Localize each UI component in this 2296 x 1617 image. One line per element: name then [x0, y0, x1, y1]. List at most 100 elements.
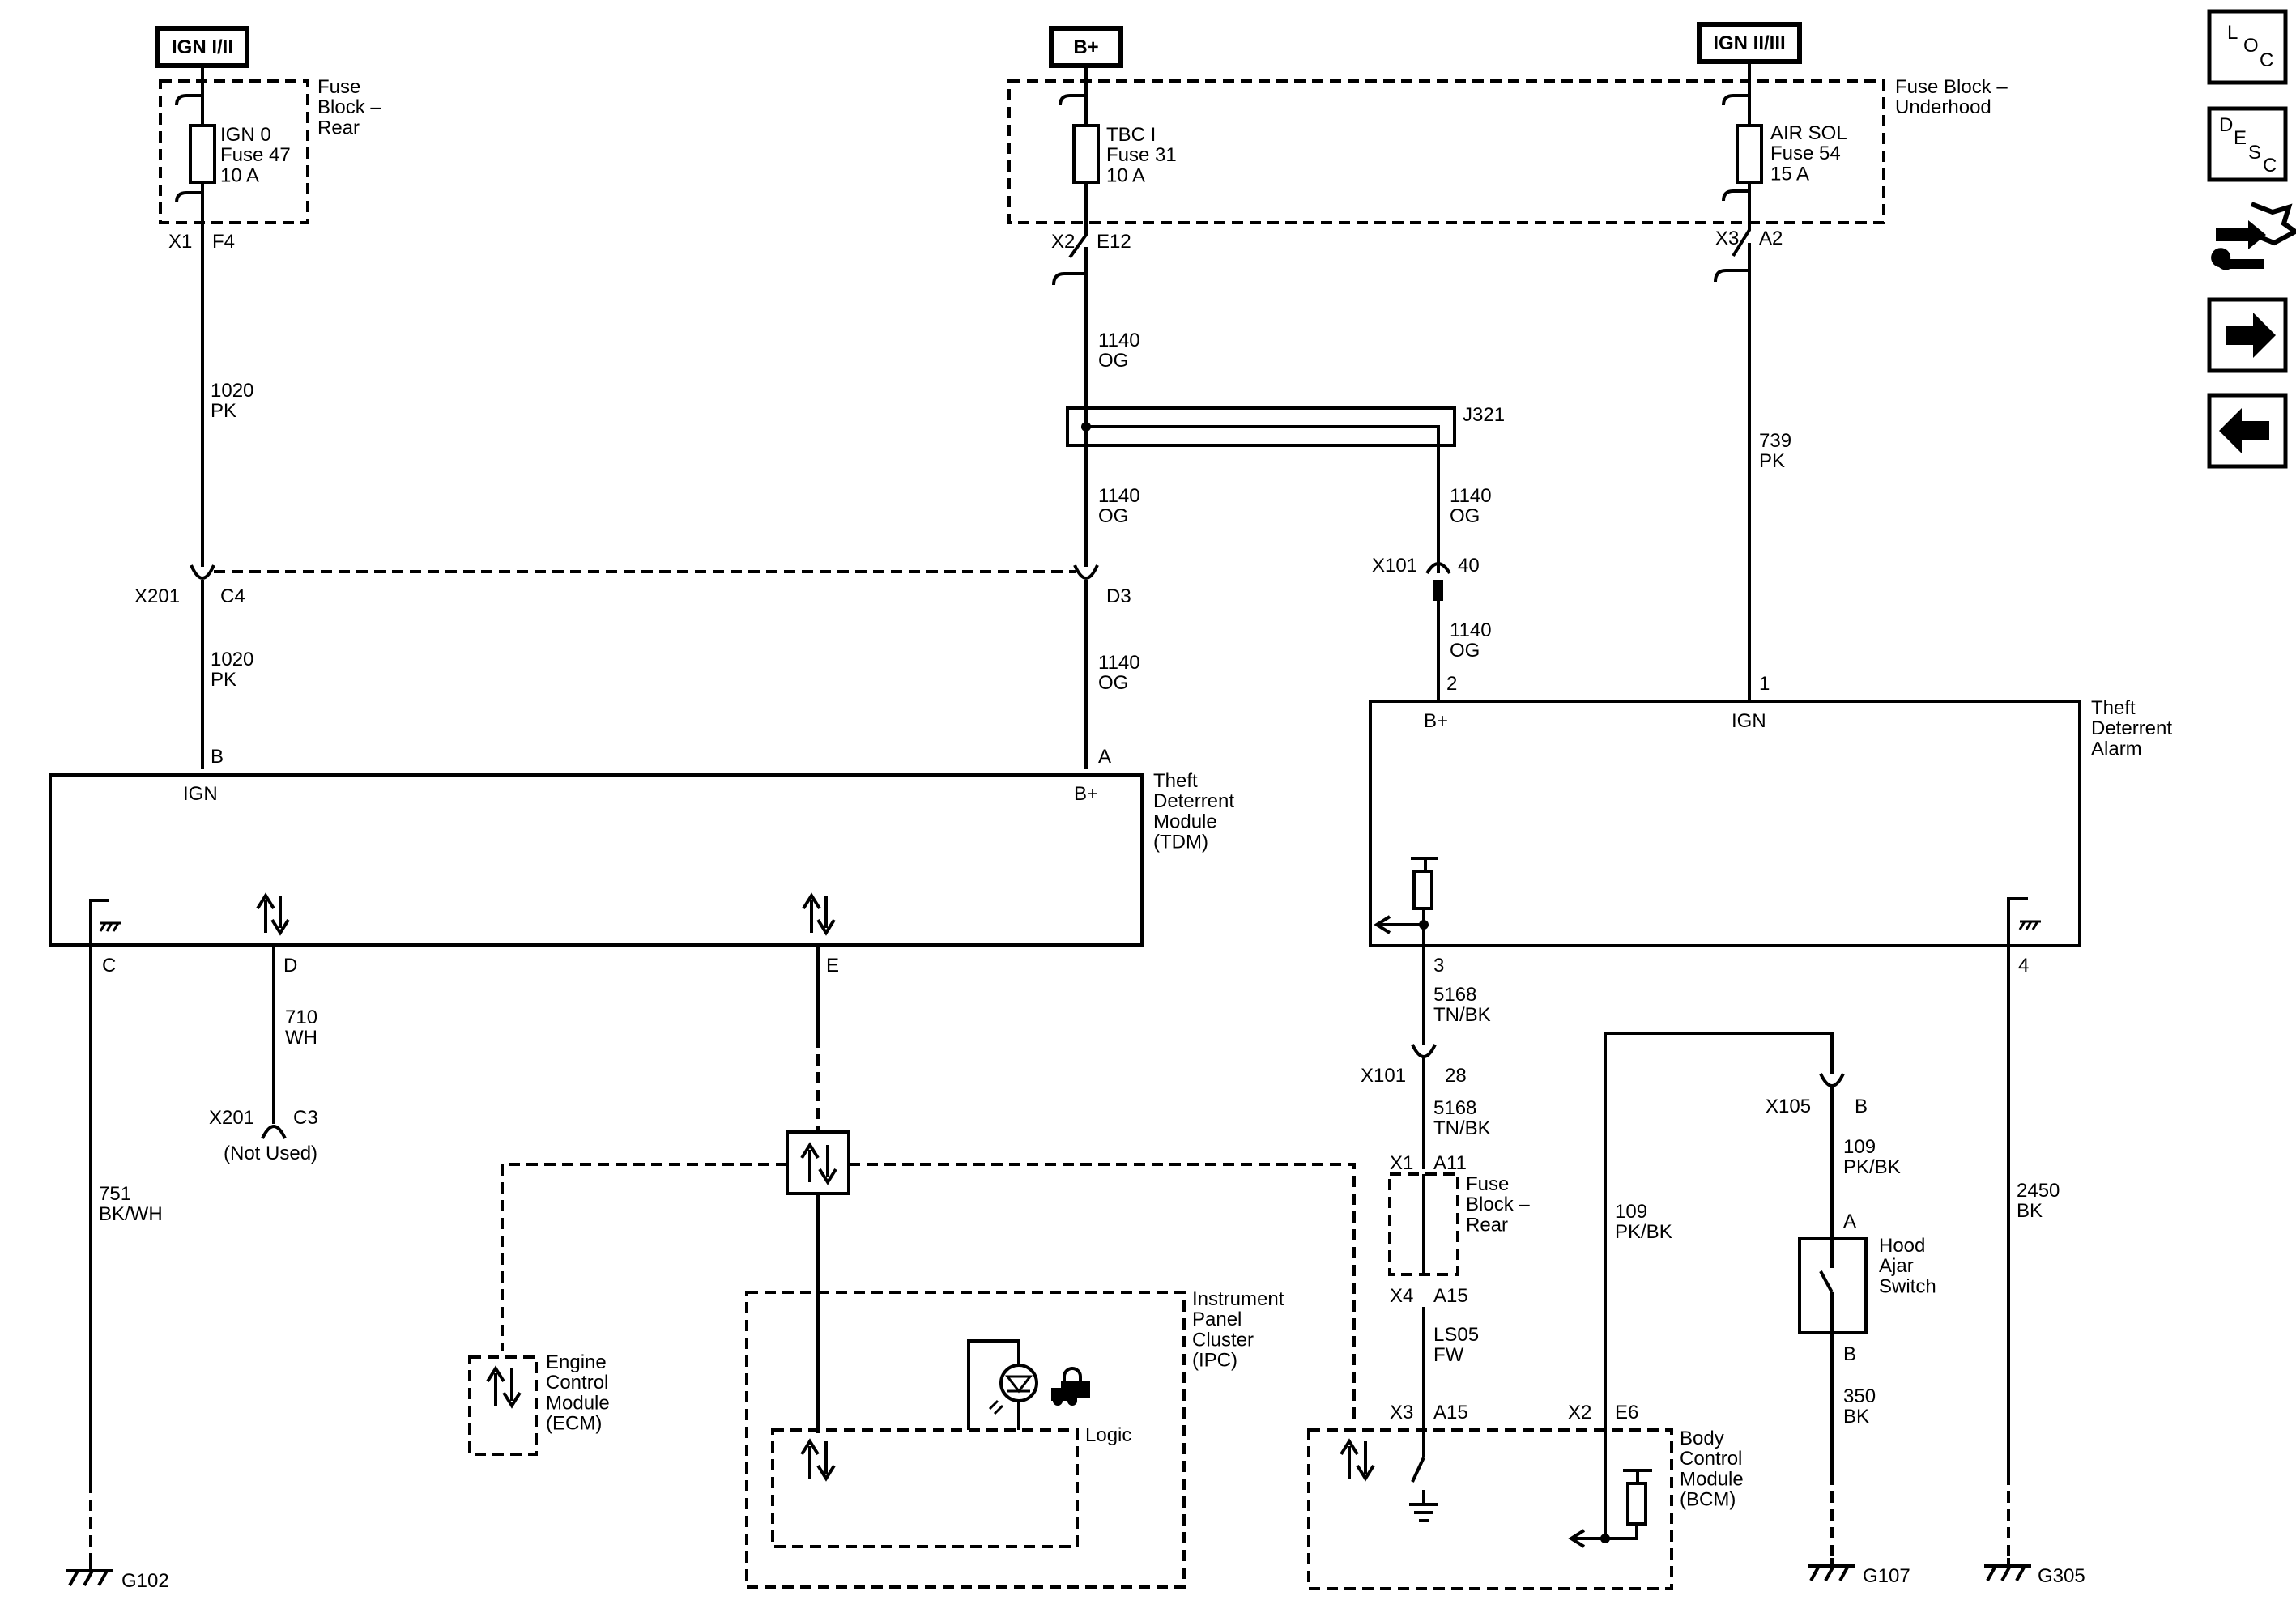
connector-repair-icon	[2211, 202, 2296, 270]
ipc-logic-label: Logic	[1085, 1424, 1131, 1446]
ground-icon	[89, 899, 121, 945]
desc-button[interactable]: D E S C	[2207, 106, 2288, 182]
serial-data-arrows-icon	[800, 1142, 837, 1185]
pin-not-used: (Not Used)	[224, 1143, 317, 1164]
connector-x3-a2	[1714, 223, 1751, 283]
alarm-module	[1369, 700, 2081, 947]
connector-x201-c3	[261, 1125, 287, 1139]
pin-28: 28	[1445, 1065, 1467, 1087]
serial-data-arrows-icon	[486, 1365, 522, 1409]
pin-3: 3	[1433, 955, 1444, 977]
pin-x1-lower: X1	[1390, 1152, 1413, 1174]
serial-data-arrows-icon	[800, 1438, 836, 1482]
tdm-module	[49, 773, 1144, 947]
fuse-block-underhood-outline	[1007, 79, 1885, 224]
serial-data-hub	[786, 1130, 850, 1195]
pin-x2: X2	[1051, 231, 1075, 253]
fuse-31	[1059, 81, 1100, 223]
desc-letter-s: S	[2248, 142, 2261, 164]
pin-e6: E6	[1615, 1402, 1638, 1423]
pullup-resistor-icon	[1374, 857, 1438, 934]
desc-letter-c: C	[2263, 155, 2277, 177]
splice-j321-label: J321	[1463, 404, 1505, 426]
loc-letter-o: O	[2243, 35, 2259, 57]
pin-a15-upper: A15	[1433, 1285, 1468, 1307]
pin-x2-lower: X2	[1568, 1402, 1591, 1423]
connector-x2-e12	[1052, 223, 1088, 286]
pin-x1: X1	[168, 231, 192, 253]
pin-x105: X105	[1766, 1096, 1811, 1117]
ipc-module	[745, 1291, 1186, 1589]
fuse-54	[1722, 81, 1763, 223]
pin-a15-lower: A15	[1433, 1402, 1468, 1423]
connector-x105	[1819, 1073, 1845, 1087]
forward-button[interactable]	[2207, 297, 2288, 373]
pin-40: 40	[1458, 555, 1480, 577]
pin-x3: X3	[1715, 228, 1739, 249]
source-ign12-label: IGN I/II	[172, 36, 233, 58]
ground-g305-label: G305	[2038, 1565, 2085, 1587]
serial-data-arrows-icon	[1340, 1438, 1375, 1482]
pin-a2: A2	[1759, 228, 1783, 249]
pin-c4: C4	[220, 585, 245, 607]
loc-icon: L O C	[2227, 22, 2273, 71]
ground-g305-icon	[1984, 1558, 2031, 1581]
source-ign12: IGN I/II	[155, 26, 249, 68]
pin-x101-lower: X101	[1361, 1065, 1406, 1087]
ground-g102-icon	[66, 1563, 113, 1586]
connector-repair-button[interactable]	[2211, 202, 2296, 270]
ecm-module	[468, 1355, 538, 1456]
connector-x201-d3	[1073, 564, 1099, 580]
back-button[interactable]	[2207, 393, 2288, 469]
loc-letter-l: L	[2227, 22, 2238, 44]
pin-c3: C3	[293, 1107, 318, 1129]
ground-icon	[2007, 897, 2041, 946]
forward-arrow-icon	[2226, 313, 2276, 358]
pin-d3: D3	[1106, 585, 1131, 607]
pin-2: 2	[1446, 673, 1457, 695]
back-arrow-icon	[2219, 408, 2269, 453]
pin-x201-lower: X201	[209, 1107, 254, 1129]
splice-j321	[1066, 406, 1456, 447]
pin-e: E	[826, 955, 839, 977]
ground-g107-label: G107	[1863, 1565, 1910, 1587]
desc-icon: D E S C	[2219, 114, 2277, 177]
pin-b-switch: B	[1843, 1343, 1856, 1365]
pin-b-x105: B	[1855, 1096, 1868, 1117]
source-ign23-label: IGN II/III	[1713, 32, 1785, 54]
pin-x4: X4	[1390, 1285, 1413, 1307]
loc-button[interactable]: L O C	[2207, 9, 2288, 85]
connector-x101-40	[1425, 562, 1451, 575]
pin-f4: F4	[212, 231, 235, 253]
source-bplus-label: B+	[1073, 36, 1098, 58]
desc-letter-e: E	[2234, 127, 2247, 149]
pin-b-tdm: B	[211, 746, 224, 768]
serial-data-arrows-icon	[256, 892, 290, 936]
desc-letter-d: D	[2219, 114, 2233, 136]
pin-e12: E12	[1097, 231, 1131, 253]
source-ign23: IGN II/III	[1697, 22, 1802, 64]
alarm-ign-label: IGN	[1732, 710, 1766, 732]
